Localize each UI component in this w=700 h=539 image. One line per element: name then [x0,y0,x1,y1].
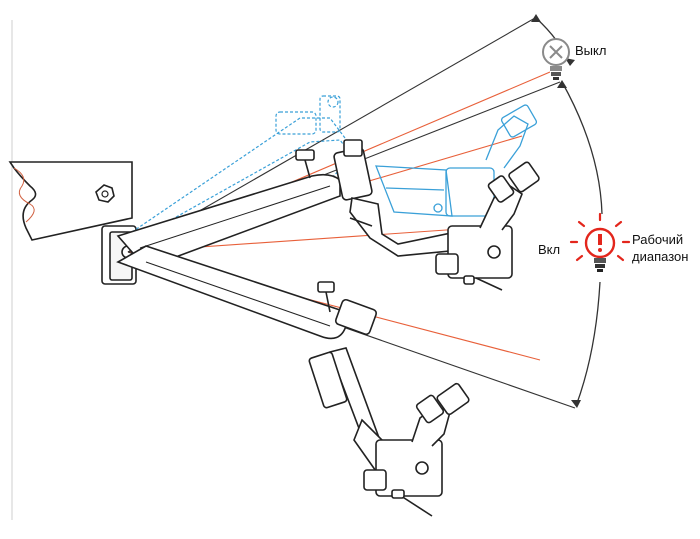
bulb-on-warning-icon [569,212,631,272]
upper-arm [116,149,341,269]
off-label: Выкл [575,43,607,58]
lower-arm [116,245,347,340]
wall-mount-plate [8,161,133,241]
bulb-off-icon [542,38,570,80]
lower-microscope [308,298,470,517]
working-range-label: Рабочий диапазон [632,231,688,265]
working-range-line2: диапазон [632,249,689,264]
hex-bolt-icon [95,184,115,203]
on-label: Вкл [538,242,561,257]
upper-microscope [333,139,540,291]
working-range-line1: Рабочий [632,232,684,247]
range-arc [535,17,603,407]
arc-arrowheads [531,14,581,408]
